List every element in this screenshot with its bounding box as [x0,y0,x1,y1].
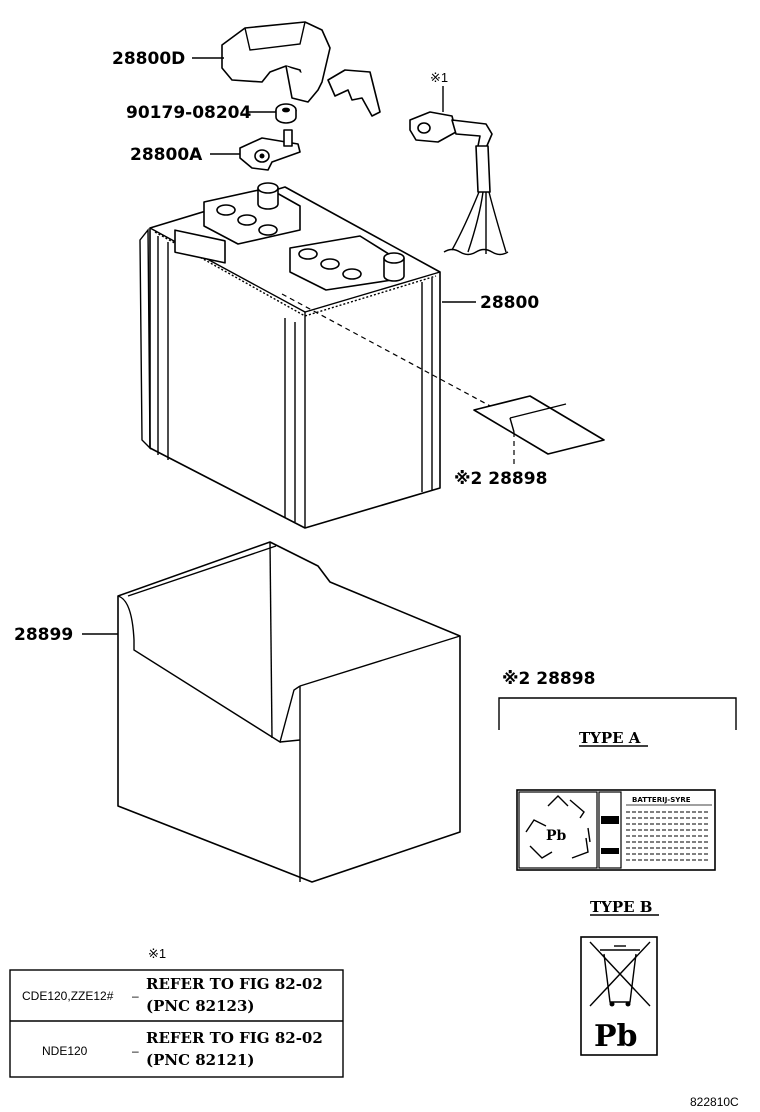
label-sheet-part [473,395,605,455]
part-label-nut: 90179-08204 [126,103,252,123]
figure-id: 822810C [690,1095,739,1109]
battery-cover-part [221,21,381,117]
type-a-pb-text: Pb [546,828,567,844]
type-a-label: Pb BATTERIJ-SYRE [516,789,716,871]
row-pnc: (PNC 82123) [146,997,255,1015]
row-model: CDE120,ZZE12# [22,989,114,1003]
cable-note-mark: ※1 [430,70,448,85]
type-a-header-text: BATTERIJ-SYRE [632,796,691,804]
recycle-icon [525,795,591,859]
cable-assembly-part [409,111,509,256]
part-label-clamp: 28800A [130,145,203,165]
nut-part [275,103,297,124]
row-pnc: (PNC 82121) [146,1051,255,1069]
row-reference: REFER TO FIG 82-02 [146,975,323,993]
crossed-bin-icon [589,941,651,1007]
battery-tray-part [117,541,461,883]
battery-part [139,182,441,529]
table-note-mark: ※1 [148,946,166,961]
table-row: CDE120,ZZE12# – REFER TO FIG 82-02 (PNC … [22,975,323,1015]
part-label-cover: 28800D [112,49,185,69]
table-row: NDE120 – REFER TO FIG 82-02 (PNC 82121) [42,1029,323,1069]
part-label-tray: 28899 [14,625,73,645]
type-a-heading: TYPE A [579,729,641,747]
label-section-title: ※2 28898 [502,669,595,689]
type-b-heading: TYPE B [590,898,652,916]
type-b-pb-text: Pb [594,1019,638,1054]
row-reference: REFER TO FIG 82-02 [146,1029,323,1047]
part-label-battery: 28800 [480,293,539,313]
terminal-clamp-part [239,129,301,171]
type-b-label: Pb [580,936,658,1056]
row-dash: – [132,1044,139,1058]
part-label-sheet: ※2 28898 [454,469,547,489]
reference-table [9,969,344,1078]
row-model: NDE120 [42,1044,88,1058]
row-dash: – [132,989,139,1003]
